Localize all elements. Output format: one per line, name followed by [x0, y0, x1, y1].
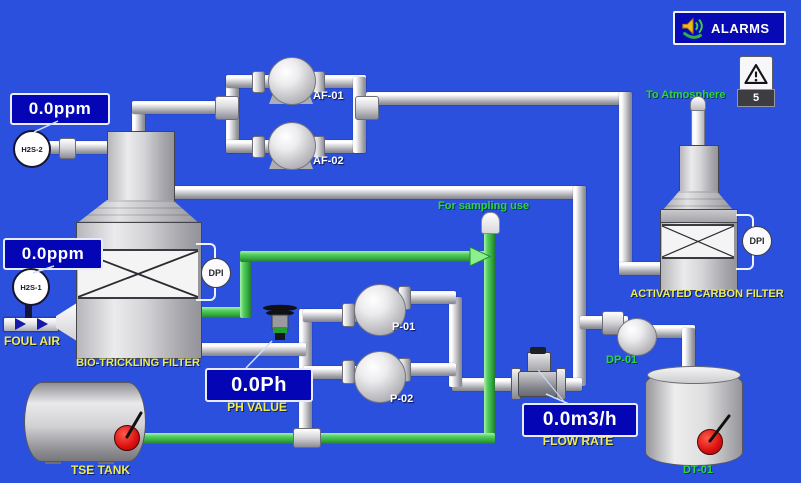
- union-afloop-out: [355, 96, 379, 120]
- flow-meter-flange-right: [556, 368, 566, 400]
- bio-filter-label: BIO-TRICKLING FILTER: [76, 357, 200, 369]
- h2s2-value-display[interactable]: 0.0ppm: [10, 93, 110, 125]
- af01-label: AF-01: [313, 90, 344, 102]
- h2s2-sensor: H2S-2: [13, 130, 51, 168]
- green-pipe-v1: [240, 252, 251, 318]
- h2s1-sensor: H2S-1: [12, 268, 50, 306]
- dt01-tank-rim: [647, 366, 741, 384]
- flange-p01-l: [342, 303, 355, 327]
- af02-pump[interactable]: [268, 122, 316, 170]
- to-atmosphere-label: To Atmosphere: [646, 89, 726, 101]
- bio-filter-column: [107, 131, 175, 205]
- for-sampling-label: For sampling use: [438, 200, 530, 212]
- p01-pump[interactable]: [354, 284, 406, 336]
- flange-af01-l: [252, 71, 265, 93]
- pipe-af-outlet: [366, 92, 630, 105]
- h2s1-sensor-stem: [25, 301, 32, 318]
- flange-p02-l: [342, 360, 355, 384]
- flow-meter-body[interactable]: [518, 371, 560, 397]
- p02-pump[interactable]: [354, 351, 406, 403]
- dp01-label: DP-01: [606, 354, 638, 366]
- carbon-filter-shoulder: [662, 191, 734, 211]
- flow-value-label: FLOW RATE: [542, 434, 614, 448]
- green-pipe-v2: [484, 251, 495, 439]
- union-afloop-in: [215, 96, 239, 120]
- bio-filter-shoulder: [76, 200, 200, 224]
- alarms-button-label: ALARMS: [711, 20, 770, 36]
- carbon-filter-packing: [662, 224, 734, 259]
- tse-tank-label: TSE TANK: [70, 463, 131, 477]
- p02-label: P-02: [390, 393, 414, 405]
- ph-value-label: PH VALUE: [227, 400, 287, 414]
- af01-pump[interactable]: [268, 57, 316, 105]
- pipe-h2s2-tap: [45, 141, 109, 154]
- flow-value-display[interactable]: 0.0m3/h: [522, 403, 638, 437]
- pipe-p01-discharge: [398, 291, 456, 304]
- dt01-label: DT-01: [683, 464, 713, 476]
- pipe-carbon-inlet: [619, 262, 664, 275]
- ph-value-display[interactable]: 0.0Ph: [205, 368, 313, 402]
- dt01-tank: [645, 370, 743, 466]
- carbon-filter-dpi: DPI: [742, 226, 772, 256]
- pipe-carbon-down: [619, 92, 632, 272]
- ph-sensor[interactable]: [260, 303, 300, 343]
- tse-tank-valve-indicator[interactable]: [114, 425, 140, 451]
- alarm-warning-icon[interactable]: [739, 56, 773, 92]
- pipe-spray-header: [146, 186, 586, 199]
- pipe-to-blower-loop: [132, 101, 230, 114]
- bio-filter-dpi: DPI: [201, 258, 231, 288]
- union-h2s2: [59, 138, 76, 159]
- green-pipe-sampling-branch: [484, 229, 495, 262]
- pipe-foul-air-inlet: [3, 317, 59, 332]
- flow-meter-instrument-cap: [530, 347, 546, 354]
- tee-fitting-suction: [293, 428, 321, 448]
- pipe-p02-discharge: [398, 363, 456, 376]
- alarms-button[interactable]: ALARMS: [673, 11, 786, 45]
- pipe-filter-drain: [196, 343, 306, 356]
- sampling-nozzle[interactable]: [481, 212, 500, 234]
- speaker-icon: [679, 15, 707, 41]
- foul-air-label: FOUL AIR: [4, 334, 60, 348]
- pipe-riser-right: [573, 186, 586, 386]
- p01-label: P-01: [392, 321, 416, 333]
- flange-af02-l: [252, 136, 265, 158]
- green-pipe-main: [240, 251, 492, 262]
- af02-label: AF-02: [313, 155, 344, 167]
- h2s1-value-display[interactable]: 0.0ppm: [3, 238, 103, 270]
- carbon-filter-label: ACTIVATED CARBON FILTER: [630, 288, 784, 300]
- green-pipe-filter-out: [196, 307, 248, 318]
- dp01-pump[interactable]: [617, 318, 657, 356]
- pipe-dt01-inlet: [682, 328, 695, 374]
- alarm-count-badge: 5: [737, 89, 775, 107]
- carbon-filter-column: [679, 145, 719, 195]
- dt01-valve-indicator[interactable]: [697, 429, 723, 455]
